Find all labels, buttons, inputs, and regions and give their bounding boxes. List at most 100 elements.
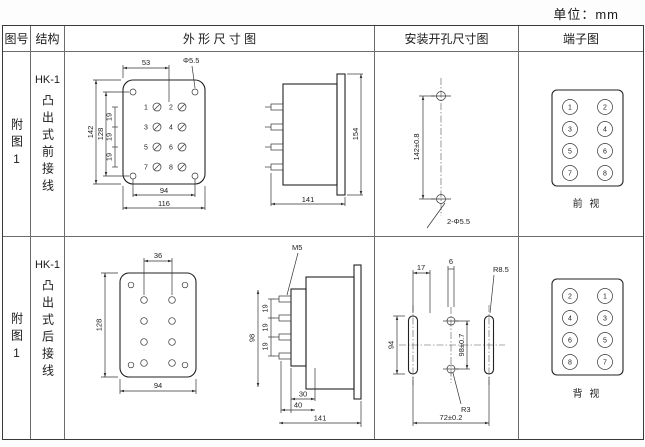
dimension-lines xyxy=(93,65,206,210)
rear-view-body xyxy=(119,272,197,378)
svg-text:3: 3 xyxy=(568,127,572,134)
dim-6: 6 xyxy=(449,257,453,266)
terminal-diagram-rear: 2 1 4 3 6 5 8 7 背 视 xyxy=(551,278,624,400)
dim-pitch-1: 19 xyxy=(261,304,270,312)
dim-94: 94 xyxy=(387,341,396,349)
mounting-slots xyxy=(407,315,495,375)
structure-label-row2: 凸出式后接线 xyxy=(40,279,55,381)
terminal-circles: 1 2 3 4 5 6 7 8 xyxy=(562,99,613,181)
outline-drawing-rear-wiring: 36 128 94 xyxy=(95,243,362,427)
terminal-cell-row1: 1 2 3 4 5 6 7 8 前 视 xyxy=(519,52,643,237)
terminal-circles: 2 1 4 3 6 5 8 7 xyxy=(562,288,613,370)
corner-holes xyxy=(129,88,199,180)
svg-text:7: 7 xyxy=(144,165,148,172)
corner-holes xyxy=(127,281,189,369)
dim-hole-pitch: 142±0.8 xyxy=(412,133,421,160)
dim-pitch-3: 19 xyxy=(105,153,114,161)
dim-pitch-2: 19 xyxy=(105,133,114,141)
svg-text:7: 7 xyxy=(603,360,607,367)
header-mounting-dims: 安装开孔尺寸图 xyxy=(375,26,519,52)
outline-drawing-front-wiring: 1 2 3 4 5 6 7 8 xyxy=(86,56,363,210)
dim-r8-5: R8.5 xyxy=(493,265,509,274)
terminal-screws xyxy=(152,102,187,172)
dim-top-width: 36 xyxy=(154,251,162,260)
side-view xyxy=(265,73,363,206)
fig-label-row1: 附图1 xyxy=(9,117,24,171)
dim-width: 94 xyxy=(154,381,162,390)
svg-text:4: 4 xyxy=(603,127,607,134)
dim-height-outer: 142 xyxy=(86,126,95,139)
svg-text:2: 2 xyxy=(603,105,607,112)
hole-note: 2-Φ5.5 xyxy=(447,217,470,226)
header-terminal-diagram: 端子图 xyxy=(519,26,643,52)
svg-text:2: 2 xyxy=(169,105,173,112)
view-label-front: 前 视 xyxy=(573,197,602,210)
header-structure: 结构 xyxy=(31,26,65,52)
dim-hole-dia: Φ5.5 xyxy=(183,56,199,65)
svg-text:5: 5 xyxy=(144,145,148,152)
header-outline-dims: 外 形 尺 寸 图 xyxy=(65,26,375,52)
fig-cell-row2: 附图1 xyxy=(3,237,31,439)
dim-side-height: 98 xyxy=(248,334,257,342)
outline-cell-row1: 1 2 3 4 5 6 7 8 xyxy=(65,52,375,237)
dim-width-inner: 94 xyxy=(160,186,168,195)
model-label-row2: HK-1 xyxy=(34,259,61,271)
unit-label: 单位：mm xyxy=(553,7,619,22)
svg-text:6: 6 xyxy=(169,145,173,152)
dim-height: 128 xyxy=(95,319,104,332)
model-label-row1: HK-1 xyxy=(34,74,61,86)
svg-text:3: 3 xyxy=(603,316,607,323)
outline-cell-row2: 36 128 94 xyxy=(65,237,375,439)
structure-label-row1: 凸出式前接线 xyxy=(40,94,55,196)
dim-17: 17 xyxy=(417,263,425,272)
svg-text:6: 6 xyxy=(568,338,572,345)
svg-text:8: 8 xyxy=(568,360,572,367)
terminal-cell-row2: 2 1 4 3 6 5 8 7 背 视 xyxy=(519,237,643,439)
dim-side-depth: 141 xyxy=(302,195,315,204)
side-view xyxy=(256,252,362,427)
terminal-holes xyxy=(140,296,176,367)
terminal-diagram-front: 1 2 3 4 5 6 7 8 前 视 xyxy=(551,89,624,210)
structure-cell-row1: HK-1 凸出式前接线 xyxy=(31,52,65,237)
svg-text:1: 1 xyxy=(603,294,607,301)
svg-text:1: 1 xyxy=(144,105,148,112)
structure-cell-row2: HK-1 凸出式后接线 xyxy=(31,237,65,439)
dim-depth-b: 40 xyxy=(294,401,302,410)
centerlines xyxy=(399,305,505,385)
mounting-cell-row2: 17 6 R8.5 94 98±0.7 R3 72±0.2 xyxy=(375,237,519,439)
dim-72: 72±0.2 xyxy=(440,413,463,422)
fig-cell-row1: 附图1 xyxy=(3,52,31,237)
terminal-box xyxy=(551,278,624,376)
svg-text:8: 8 xyxy=(169,165,173,172)
dim-side-depth: 141 xyxy=(314,414,327,423)
terminal-box xyxy=(551,89,624,187)
dim-pitch-2: 19 xyxy=(261,323,270,331)
svg-text:6: 6 xyxy=(603,149,607,156)
fig-label-row2: 附图1 xyxy=(9,311,24,365)
spec-table: 图号 结构 外 形 尺 寸 图 安装开孔尺寸图 端子图 附图1 HK-1 凸出式… xyxy=(2,25,644,440)
mounting-drawing-front-wiring: 142±0.8 2-Φ5.5 xyxy=(412,78,470,229)
svg-text:2: 2 xyxy=(568,294,572,301)
svg-text:5: 5 xyxy=(603,338,607,345)
dim-98: 98±0.7 xyxy=(457,334,466,357)
view-label-rear: 背 视 xyxy=(573,387,602,400)
mounting-cell-row1: 142±0.8 2-Φ5.5 xyxy=(375,52,519,237)
svg-text:5: 5 xyxy=(568,149,572,156)
dimension-lines xyxy=(101,258,197,394)
dim-pitch-3: 19 xyxy=(261,342,270,350)
svg-text:7: 7 xyxy=(568,171,572,178)
dim-side-height: 154 xyxy=(351,128,360,141)
header-fig-no: 图号 xyxy=(3,26,31,52)
svg-text:8: 8 xyxy=(603,171,607,178)
svg-text:1: 1 xyxy=(568,105,572,112)
dim-height-inner: 128 xyxy=(96,128,105,141)
dim-r3: R3 xyxy=(461,405,471,414)
dim-screw: M5 xyxy=(292,243,302,252)
dimension-lines xyxy=(393,266,495,426)
dim-pitch-1: 19 xyxy=(105,113,114,121)
dim-width-outer: 116 xyxy=(158,199,170,208)
svg-text:4: 4 xyxy=(568,316,572,323)
front-view-body xyxy=(122,79,206,185)
mounting-drawing-rear-wiring: 17 6 R8.5 94 98±0.7 R3 72±0.2 xyxy=(387,257,509,426)
